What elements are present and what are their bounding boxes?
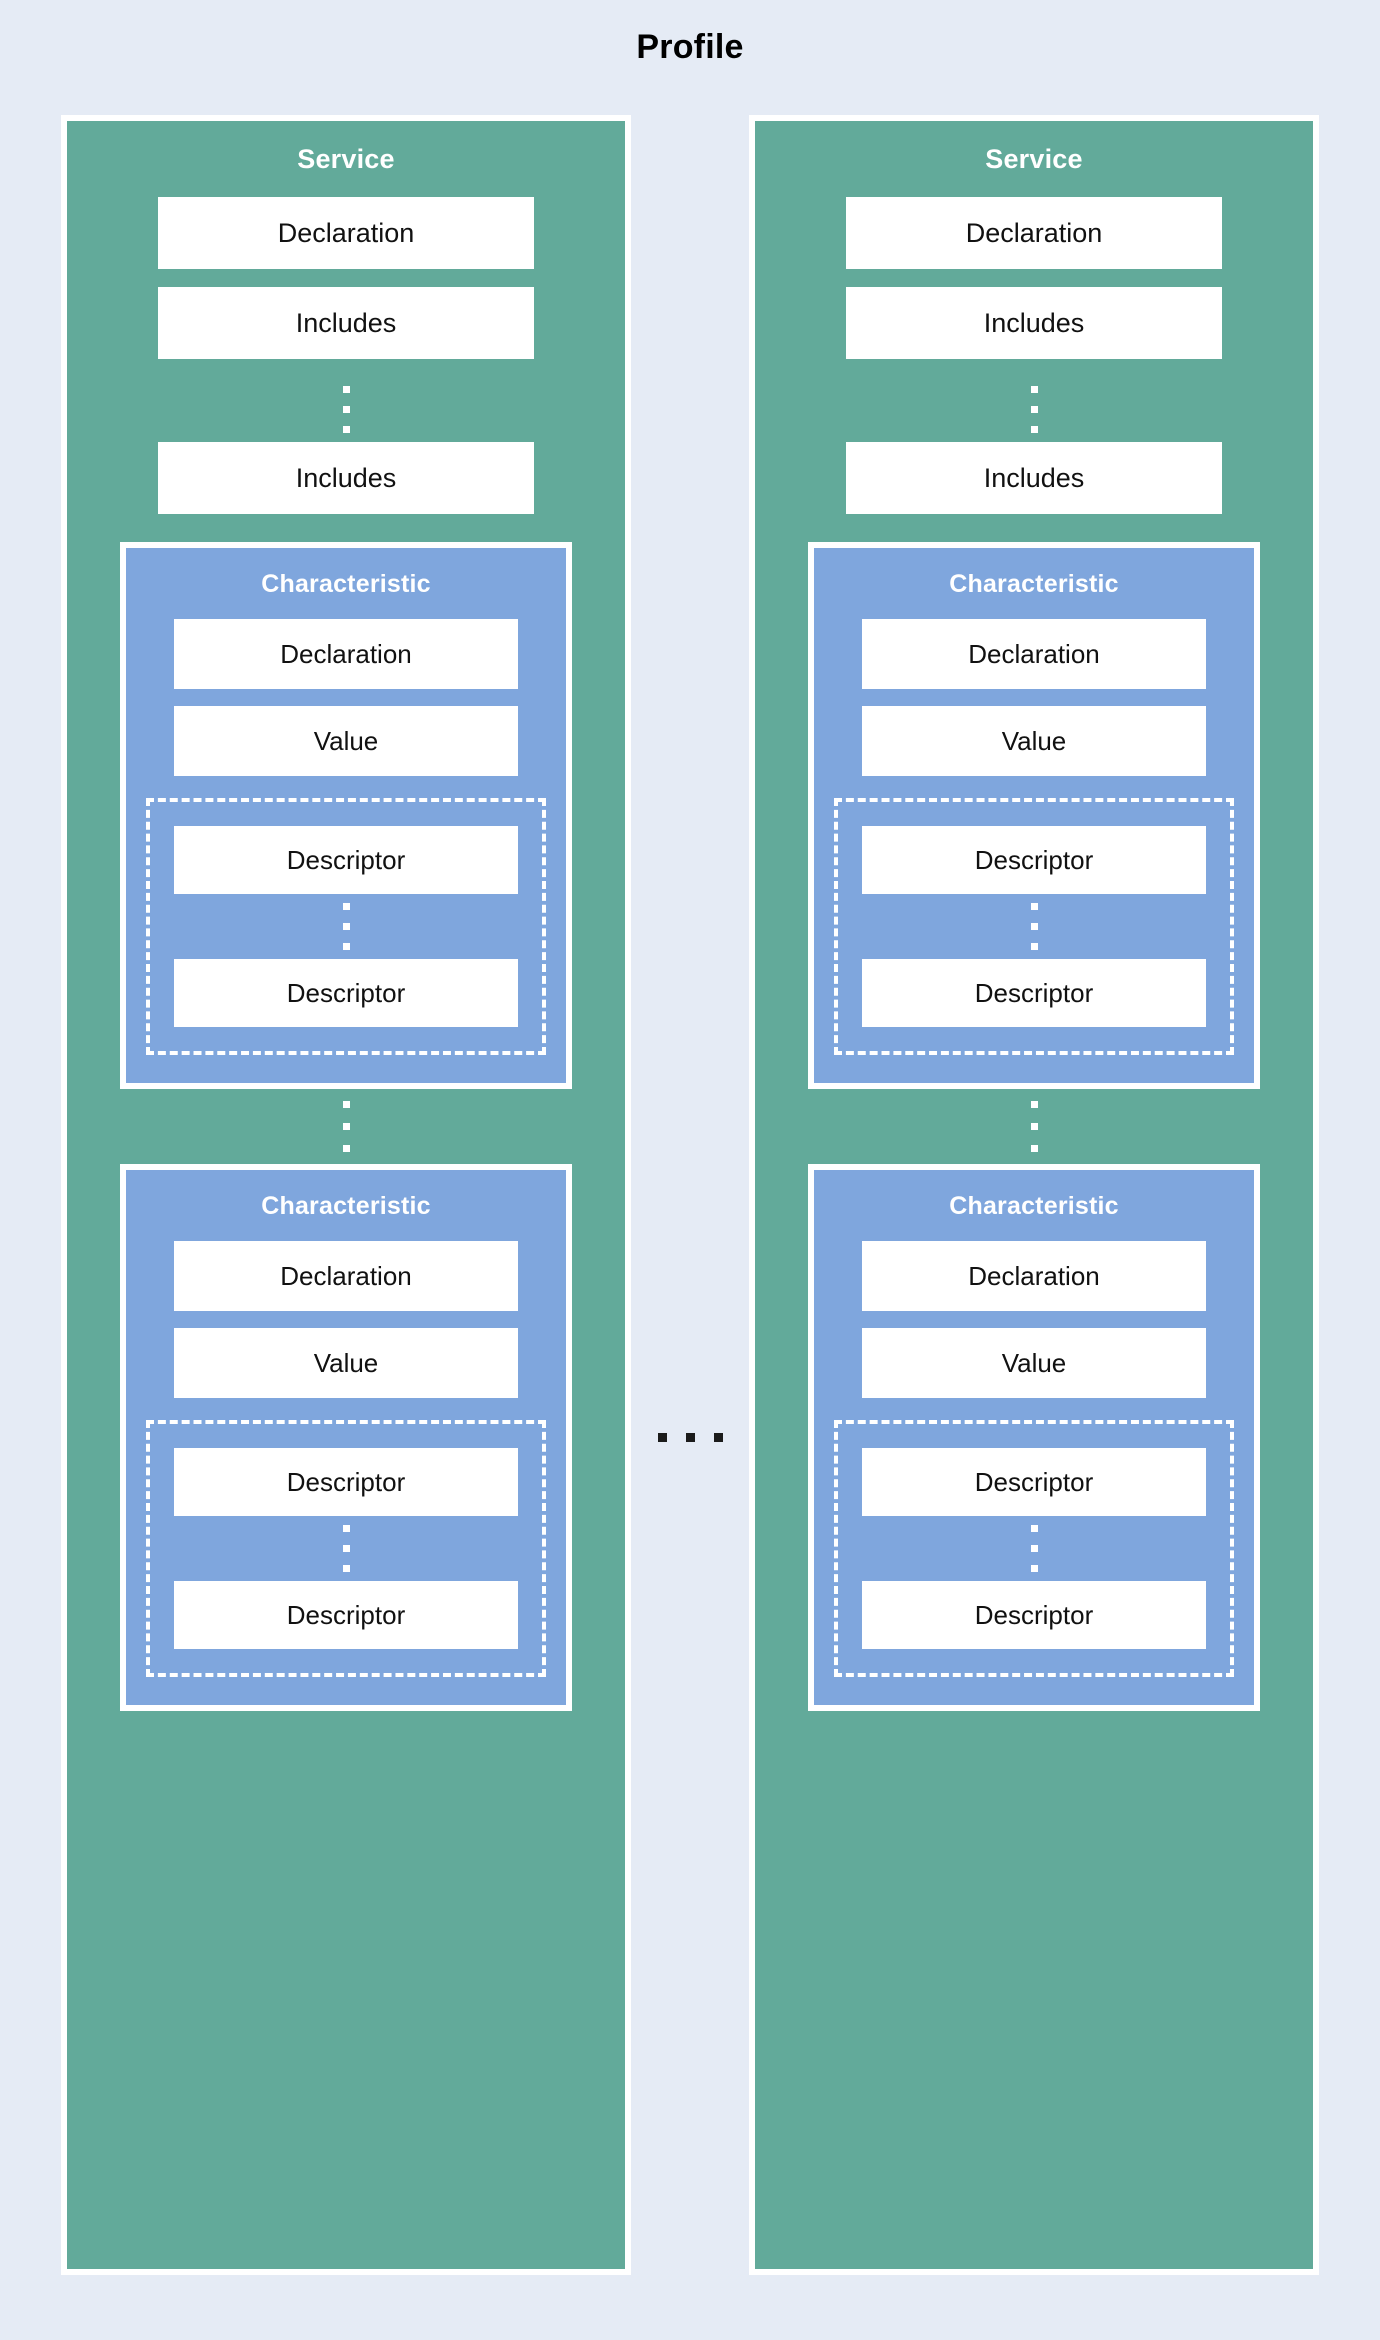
characteristic-declaration-box[interactable]: Declaration: [862, 619, 1206, 689]
ellipsis-dot: [342, 923, 350, 930]
descriptor-group[interactable]: Descriptor Descriptor: [834, 1420, 1234, 1677]
ellipsis-dot: [342, 1101, 350, 1108]
ellipsis-dot: [1030, 1545, 1038, 1552]
ellipsis-dot: [342, 1525, 350, 1532]
vertical-ellipsis-icon: [342, 894, 350, 959]
service-declaration-box[interactable]: Declaration: [846, 197, 1222, 269]
descriptor-box[interactable]: Descriptor: [174, 1448, 518, 1516]
right-padding: [1319, 115, 1380, 2275]
descriptor-box[interactable]: Descriptor: [862, 959, 1206, 1027]
service-includes-box[interactable]: Includes: [846, 287, 1222, 359]
characteristic-block-1[interactable]: Characteristic Declaration Value Descrip…: [120, 542, 572, 1089]
ellipsis-dot: [1030, 903, 1038, 910]
vertical-ellipsis-icon: [342, 1089, 350, 1164]
characteristic-value-box[interactable]: Value: [174, 706, 518, 776]
ellipsis-dot: [713, 1433, 723, 1442]
vertical-ellipsis-icon: [1030, 1516, 1038, 1581]
ellipsis-dot: [342, 1545, 350, 1552]
service-includes-box[interactable]: Includes: [846, 442, 1222, 514]
service-declaration-box[interactable]: Declaration: [158, 197, 534, 269]
service-title: Service: [985, 144, 1083, 174]
characteristic-title: Characteristic: [949, 570, 1119, 598]
service-block-1[interactable]: Service Declaration Includes Includes Ch…: [61, 115, 631, 2275]
horizontal-ellipsis-icon: [631, 1433, 749, 1442]
column-gap: [631, 115, 749, 2275]
vertical-ellipsis-icon: [342, 1516, 350, 1581]
vertical-ellipsis-icon: [1030, 1089, 1038, 1164]
descriptor-group[interactable]: Descriptor Descriptor: [146, 1420, 546, 1677]
ellipsis-dot: [1030, 386, 1038, 393]
ellipsis-dot: [342, 1145, 350, 1152]
descriptor-box[interactable]: Descriptor: [862, 826, 1206, 894]
ellipsis-dot: [1030, 1525, 1038, 1532]
characteristic-value-box[interactable]: Value: [862, 1328, 1206, 1398]
vertical-ellipsis-icon: [342, 377, 350, 442]
characteristic-value-box[interactable]: Value: [174, 1328, 518, 1398]
ellipsis-dot: [342, 943, 350, 950]
ellipsis-dot: [342, 1123, 350, 1130]
characteristic-block-1[interactable]: Characteristic Declaration Value Descrip…: [808, 542, 1260, 1089]
ellipsis-dot: [342, 1565, 350, 1572]
characteristic-block-2[interactable]: Characteristic Declaration Value Descrip…: [808, 1164, 1260, 1711]
ellipsis-dot: [342, 426, 350, 433]
vertical-ellipsis-icon: [1030, 377, 1038, 442]
characteristic-block-2[interactable]: Characteristic Declaration Value Descrip…: [120, 1164, 572, 1711]
descriptor-box[interactable]: Descriptor: [174, 1581, 518, 1649]
characteristic-title: Characteristic: [261, 1192, 431, 1220]
descriptor-box[interactable]: Descriptor: [862, 1581, 1206, 1649]
characteristic-declaration-box[interactable]: Declaration: [174, 619, 518, 689]
ellipsis-dot: [1030, 1565, 1038, 1572]
page-title: Profile: [636, 28, 744, 66]
characteristic-declaration-box[interactable]: Declaration: [862, 1241, 1206, 1311]
ellipsis-dot: [1030, 943, 1038, 950]
ellipsis-dot: [1030, 923, 1038, 930]
vertical-ellipsis-icon: [1030, 894, 1038, 959]
ellipsis-dot: [342, 406, 350, 413]
characteristic-value-box[interactable]: Value: [862, 706, 1206, 776]
ellipsis-dot: [342, 903, 350, 910]
service-title: Service: [297, 144, 395, 174]
characteristic-declaration-box[interactable]: Declaration: [174, 1241, 518, 1311]
ellipsis-dot: [1030, 406, 1038, 413]
descriptor-box[interactable]: Descriptor: [862, 1448, 1206, 1516]
descriptor-box[interactable]: Descriptor: [174, 826, 518, 894]
ellipsis-dot: [1030, 426, 1038, 433]
ellipsis-dot: [1030, 1123, 1038, 1130]
descriptor-group[interactable]: Descriptor Descriptor: [834, 798, 1234, 1055]
service-includes-box[interactable]: Includes: [158, 442, 534, 514]
ellipsis-dot: [657, 1433, 667, 1442]
left-padding: [0, 115, 61, 2275]
ellipsis-dot: [1030, 1101, 1038, 1108]
ellipsis-dot: [342, 386, 350, 393]
ellipsis-dot: [685, 1433, 695, 1442]
descriptor-group[interactable]: Descriptor Descriptor: [146, 798, 546, 1055]
characteristic-title: Characteristic: [949, 1192, 1119, 1220]
ellipsis-dot: [1030, 1145, 1038, 1152]
service-includes-box[interactable]: Includes: [158, 287, 534, 359]
service-columns: Service Declaration Includes Includes Ch…: [0, 115, 1380, 2275]
characteristic-title: Characteristic: [261, 570, 431, 598]
service-block-2[interactable]: Service Declaration Includes Includes Ch…: [749, 115, 1319, 2275]
descriptor-box[interactable]: Descriptor: [174, 959, 518, 1027]
